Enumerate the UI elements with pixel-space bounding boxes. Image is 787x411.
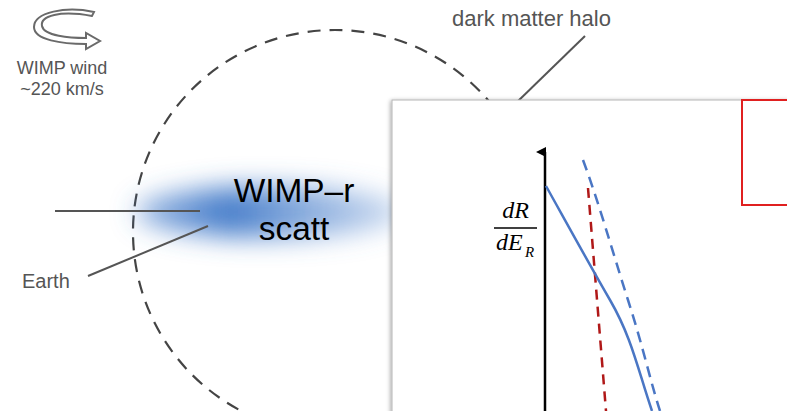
wind-arrow-icon — [34, 10, 100, 49]
leader-line — [88, 226, 208, 276]
axis-label-subscript: R — [525, 244, 534, 261]
rate-curve-dashed — [583, 160, 660, 411]
scattering-label: WIMP–r scatt — [196, 172, 392, 249]
axis-label-denominator: dE — [496, 229, 523, 257]
rate-curve — [546, 186, 652, 411]
y-axis — [544, 152, 547, 411]
threshold-line — [588, 188, 606, 411]
highlight-box — [742, 100, 787, 205]
leader-line — [515, 36, 585, 104]
earth-label: Earth — [22, 270, 70, 293]
wind-label: WIMP wind ~220 km/s — [6, 58, 118, 99]
fraction-bar — [494, 227, 537, 229]
halo-label: dark matter halo — [452, 6, 611, 31]
axis-label-numerator: dR — [494, 197, 537, 225]
ray-line — [55, 210, 200, 212]
inset-panel — [392, 100, 787, 411]
